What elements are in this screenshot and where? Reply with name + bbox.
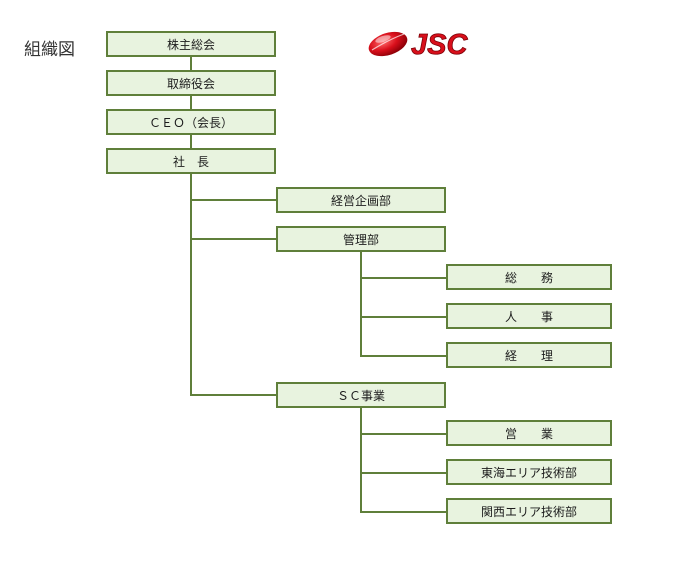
connector-line <box>360 407 362 513</box>
org-box-planning: 経営企画部 <box>276 187 446 213</box>
jsc-logo: JSC <box>368 29 469 61</box>
page-title: 組織図 <box>24 40 75 60</box>
logo-ball-icon <box>368 31 408 57</box>
org-box-ceo: ＣＥＯ（会長） <box>106 109 276 135</box>
org-box-board: 取締役会 <box>106 70 276 96</box>
connector-line <box>360 472 446 474</box>
connector-line <box>360 511 446 513</box>
connector-line <box>360 316 446 318</box>
org-box-admin-general: 総 務 <box>446 264 612 290</box>
connector-line <box>360 433 446 435</box>
connector-line <box>360 277 446 279</box>
connector-line <box>190 56 192 70</box>
connector-line <box>360 251 362 357</box>
org-box-admin: 管理部 <box>276 226 446 252</box>
org-box-president: 社 長 <box>106 148 276 174</box>
org-box-admin-accounting: 経 理 <box>446 342 612 368</box>
org-box-shareholders: 株主総会 <box>106 31 276 57</box>
connector-line <box>190 134 192 148</box>
org-box-sc-tokai: 東海エリア技術部 <box>446 459 612 485</box>
org-box-admin-hr: 人 事 <box>446 303 612 329</box>
logo-text: JSC <box>411 29 468 61</box>
connector-line <box>190 95 192 109</box>
org-box-sc: ＳＣ事業 <box>276 382 446 408</box>
connector-line <box>190 394 276 396</box>
org-box-sc-sales: 営 業 <box>446 420 612 446</box>
org-box-sc-kansai: 関西エリア技術部 <box>446 498 612 524</box>
connector-line <box>190 238 276 240</box>
connector-line <box>190 173 192 396</box>
connector-line <box>360 355 446 357</box>
connector-line <box>190 199 276 201</box>
